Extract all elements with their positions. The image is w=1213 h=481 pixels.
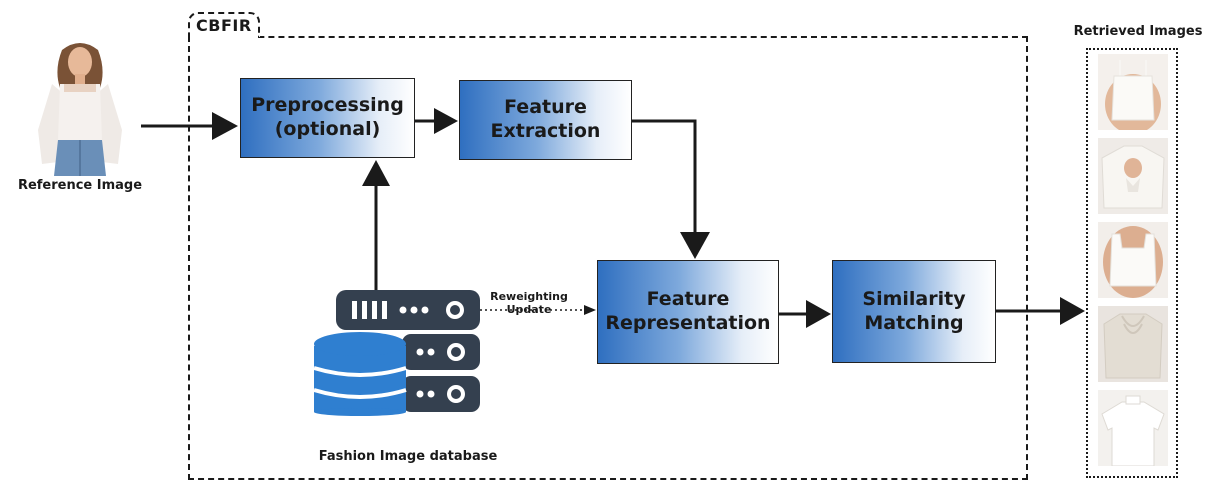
retrieved-image-square-neck-tank [1098,222,1168,298]
arrow-extraction-to-representation [632,119,710,259]
feature-representation-box: Feature Representation [597,260,779,364]
preprocessing-box: Preprocessing (optional) [240,78,415,158]
arrow-representation-to-similarity [779,300,831,328]
similarity-matching-line-2: Matching [864,311,964,334]
feature-extraction-line-2: Extraction [490,120,601,142]
arrow-similarity-to-retrieved [996,297,1085,325]
feature-extraction-line-1: Feature [504,96,587,119]
retrieved-image-tie-front-blouse [1098,138,1168,214]
feature-representation-line-2: Representation [605,312,771,334]
cbfir-container [188,36,1028,480]
reweighting-update-label: Reweighting Update [484,290,574,316]
arrow-database-to-representation [480,305,596,315]
preprocessing-line-1: Preprocessing [251,94,404,117]
retrieved-image-cowl-neck-top [1098,306,1168,382]
fashion-database-icon [312,288,482,416]
retrieved-image-mock-neck-tee [1098,390,1168,466]
cbfir-label: CBFIR [188,12,260,38]
reweighting-label-line-1: Reweighting [490,290,568,303]
arrow-reference-to-preprocessing [141,112,238,140]
arrow-database-to-preprocessing [362,160,390,290]
retrieved-images-title: Retrieved Images [1073,24,1203,39]
retrieved-image-camisole-top [1098,54,1168,130]
reweighting-label-line-2: Update [506,303,552,317]
retrieved-images-panel [1086,48,1178,478]
preprocessing-line-2: (optional) [274,118,381,140]
similarity-matching-box: Similarity Matching [832,260,996,363]
reference-image-caption: Reference Image [17,178,143,193]
feature-extraction-box: Feature Extraction [459,80,632,160]
arrow-preprocessing-to-extraction [415,108,458,134]
similarity-matching-line-1: Similarity [862,287,966,310]
feature-representation-line-1: Feature [646,288,730,311]
database-caption: Fashion Image database [318,449,498,464]
reference-image [14,40,144,176]
